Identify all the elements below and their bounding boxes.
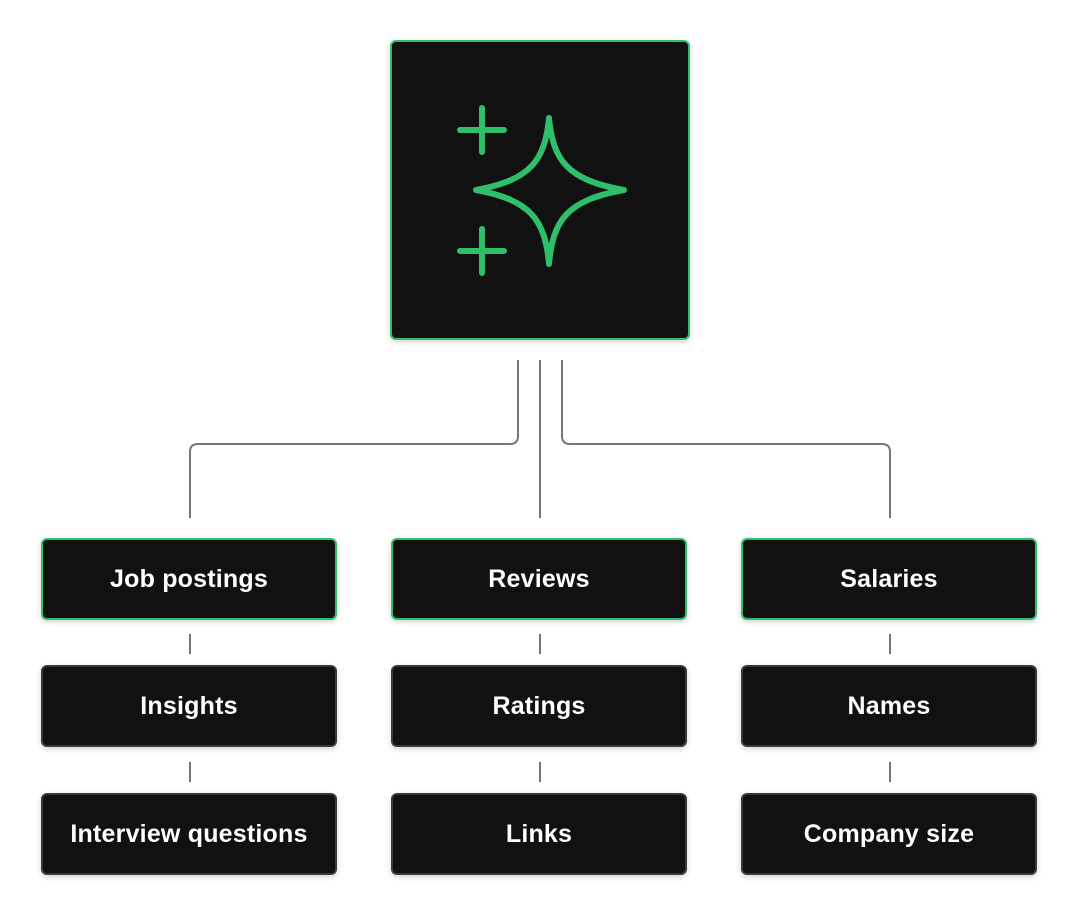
node-label: Salaries <box>840 564 938 593</box>
node-label: Interview questions <box>70 819 308 848</box>
node-label: Reviews <box>488 564 590 593</box>
node-insights: Insights <box>41 665 337 747</box>
node-links: Links <box>391 793 687 875</box>
root-node <box>390 40 690 340</box>
node-ratings: Ratings <box>391 665 687 747</box>
connector-root-to-job-postings <box>189 360 519 518</box>
node-label: Ratings <box>492 691 586 720</box>
node-label: Company size <box>803 819 975 848</box>
node-interview-questions: Interview questions <box>41 793 337 875</box>
node-label: Insights <box>140 691 238 720</box>
connector-root-to-salaries <box>561 360 891 518</box>
node-label: Names <box>847 691 931 720</box>
sparkle-icon <box>457 105 627 276</box>
node-salaries: Salaries <box>741 538 1037 620</box>
node-reviews: Reviews <box>391 538 687 620</box>
node-job-postings: Job postings <box>41 538 337 620</box>
node-names: Names <box>741 665 1037 747</box>
node-label: Job postings <box>110 564 268 593</box>
node-company-size: Company size <box>741 793 1037 875</box>
node-label: Links <box>505 819 573 848</box>
